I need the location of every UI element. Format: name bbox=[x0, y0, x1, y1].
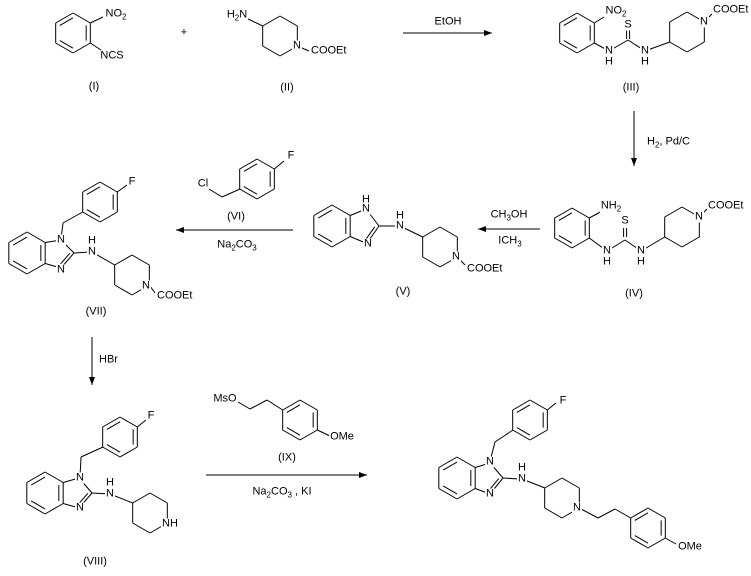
roman-numeral-v: (V) bbox=[394, 285, 412, 298]
cooet-label-v: COOEt bbox=[466, 262, 504, 275]
h-nh-label-viii: H bbox=[105, 476, 115, 489]
n3-label-v: N bbox=[363, 237, 373, 250]
etoh-label: EtOH bbox=[433, 15, 463, 28]
h-n1-label-v: H bbox=[361, 193, 371, 206]
reaction-arrows bbox=[89, 30, 637, 478]
roman-numeral-ix: (IX) bbox=[277, 451, 297, 464]
cooet-label-vii: COOEt bbox=[156, 289, 194, 302]
npip-label-iii: N bbox=[699, 15, 709, 28]
n-nh-label-v: N bbox=[395, 219, 405, 232]
structure-VI bbox=[208, 158, 285, 200]
n1-label-viii: N bbox=[75, 471, 85, 484]
mso-label: MsO bbox=[212, 392, 238, 405]
nh2-label-iv: NH2 bbox=[599, 199, 623, 214]
ncs-label-i: NCS bbox=[99, 49, 125, 62]
plus-sign: + bbox=[179, 26, 189, 39]
ome-label-product: OMe bbox=[677, 540, 703, 553]
n1-label-iii: N bbox=[604, 44, 614, 57]
n-label-ii: N bbox=[292, 39, 302, 52]
f-label-product: F bbox=[558, 394, 568, 407]
structure-I bbox=[55, 12, 104, 54]
npip-label-vii: N bbox=[141, 279, 151, 292]
s-label-iv: S bbox=[620, 214, 630, 227]
h-nh-label-vii: H bbox=[87, 234, 97, 247]
cooet-label-iii: COOEt bbox=[712, 3, 750, 16]
roman-numeral-vi: (VI) bbox=[226, 210, 246, 223]
cl-label-vi: Cl bbox=[196, 177, 210, 190]
roman-numeral-viii: (VIII) bbox=[82, 555, 108, 568]
ome-label-ix: OMe bbox=[329, 430, 355, 443]
h-nh-label-v: H bbox=[395, 209, 405, 222]
h2-pdc-label: H2, Pd/C bbox=[646, 135, 691, 150]
roman-numeral-vii: (VII) bbox=[84, 305, 108, 318]
h-nh-label-product: H bbox=[517, 461, 527, 474]
structure-product bbox=[438, 399, 677, 549]
ch3oh-label: CH3OH bbox=[489, 208, 529, 223]
cooet-label-iv: COOEt bbox=[707, 199, 745, 212]
n2-label-iv: N bbox=[636, 244, 646, 257]
na2co3-label: Na2CO3 bbox=[216, 238, 258, 253]
cooet-label-ii: COOEt bbox=[310, 44, 348, 57]
ich3-label: ICH3 bbox=[497, 234, 523, 249]
s-label-iii: S bbox=[623, 18, 633, 31]
n-nh-label-product: N bbox=[517, 472, 527, 485]
n3-label-viii: N bbox=[75, 501, 85, 514]
npip-label-product: N bbox=[572, 501, 582, 514]
f-label-viii: F bbox=[146, 409, 156, 422]
h2n-label-ii: H2N bbox=[225, 8, 249, 23]
npip-label-iv: N bbox=[694, 210, 704, 223]
n-nh-label-viii: N bbox=[105, 487, 115, 500]
n1-label-vii: N bbox=[56, 233, 66, 246]
h1-label-iv: H bbox=[602, 255, 612, 268]
nh-pip-label-viii: NH bbox=[161, 517, 179, 530]
n3-label-vii: N bbox=[56, 263, 66, 276]
npip-label-v: N bbox=[451, 250, 461, 263]
structure-IX bbox=[237, 399, 331, 441]
n1-label-product: N bbox=[485, 455, 495, 468]
n1-label-v: N bbox=[361, 202, 371, 215]
hbr-label: HBr bbox=[98, 353, 119, 366]
roman-numeral-i: (I) bbox=[87, 80, 101, 93]
n2-label-iii: N bbox=[640, 44, 650, 57]
no2-label-i: NO2 bbox=[104, 7, 128, 22]
n-nh-label-vii: N bbox=[87, 245, 97, 258]
h2-label-iii: H bbox=[640, 55, 650, 68]
na2co3-ki-label: Na2CO3 , KI bbox=[251, 485, 313, 500]
roman-numeral-iii: (III) bbox=[621, 81, 641, 94]
f-label-vi: F bbox=[286, 149, 296, 162]
n1-label-iv: N bbox=[602, 244, 612, 257]
no2-label-iii: NO2 bbox=[604, 4, 628, 19]
h2-label-iv: H bbox=[636, 255, 646, 268]
h1-label-iii: H bbox=[604, 55, 614, 68]
roman-numeral-iv: (IV) bbox=[624, 287, 644, 300]
roman-numeral-ii: (II) bbox=[279, 81, 295, 94]
f-label-vii: F bbox=[127, 175, 137, 188]
n3-label-product: N bbox=[485, 487, 495, 500]
